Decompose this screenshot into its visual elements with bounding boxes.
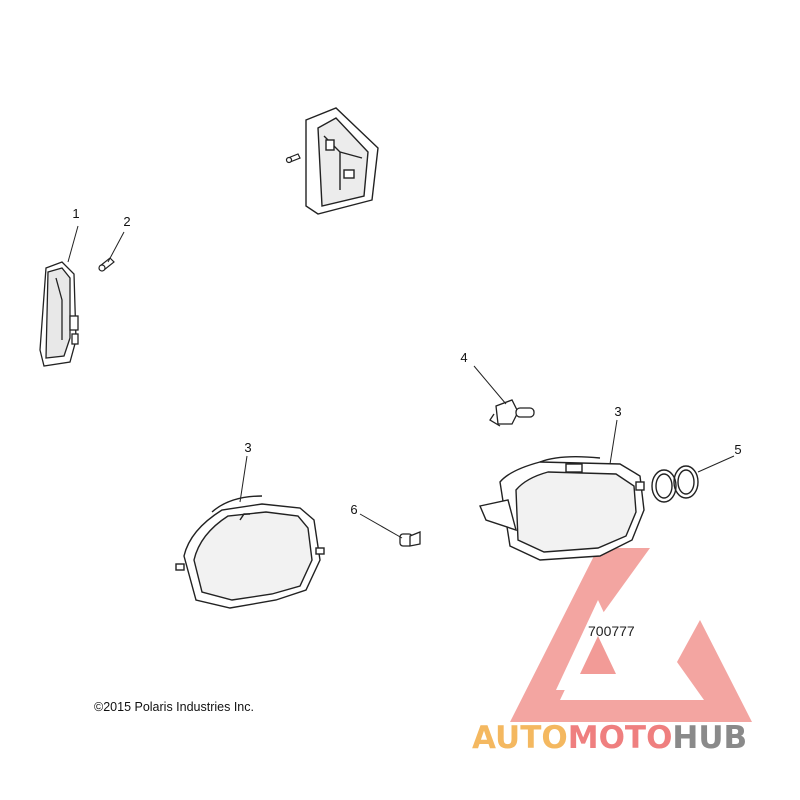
watermark-brand-hub: HUB — [672, 720, 747, 756]
callout-3-right: 3 — [614, 404, 621, 419]
watermark-triangle-outer — [510, 548, 752, 722]
watermark-brand-moto: MOTO — [568, 720, 673, 756]
part-3-headlight-left — [175, 495, 325, 609]
copyright-notice: ©2015 Polaris Industries Inc. — [94, 700, 254, 714]
watermark-brand-text: AUTOMOTOHUB — [472, 720, 747, 756]
part-5-o-rings — [651, 465, 699, 503]
part-2-screw — [98, 257, 115, 272]
diagram-reference-number: 700777 — [588, 623, 635, 639]
callout-6: 6 — [350, 502, 357, 517]
callout-5: 5 — [734, 442, 741, 457]
part-3-headlight-right — [479, 455, 645, 561]
watermark-brand-auto: AUTO — [472, 720, 568, 756]
callout-4: 4 — [460, 350, 467, 365]
top-bracket-housing — [305, 107, 379, 215]
part-1-light-housing — [39, 261, 79, 367]
leader-lines — [67, 225, 735, 539]
top-screw — [285, 153, 301, 164]
part-6-bolt — [399, 531, 421, 547]
watermark-logo — [510, 548, 752, 722]
callout-3-left: 3 — [244, 440, 251, 455]
callout-1: 1 — [72, 206, 79, 221]
watermark-triangle-core — [580, 636, 616, 674]
callout-2: 2 — [123, 214, 130, 229]
part-4-bulb — [489, 399, 535, 427]
